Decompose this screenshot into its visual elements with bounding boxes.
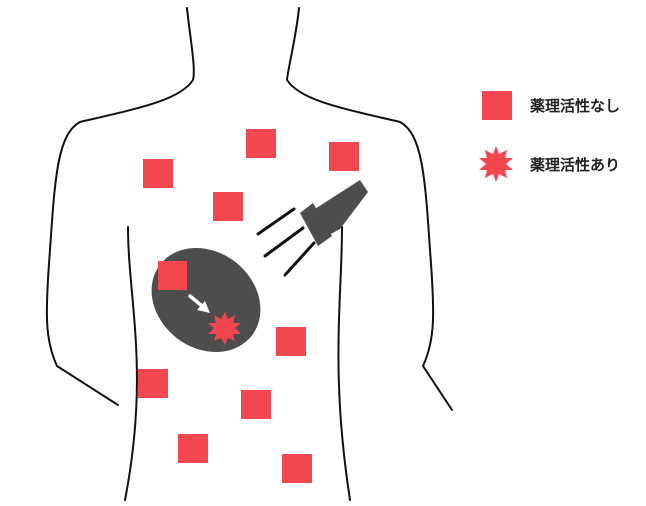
inactive-square	[138, 369, 168, 398]
inactive-square	[282, 454, 312, 483]
body-outline-icon	[47, 8, 452, 500]
legend: 薬理活性なし 薬理活性あり	[479, 91, 620, 182]
inactive-square	[213, 192, 243, 221]
body-right-outline	[287, 8, 452, 500]
legend-inactive-label: 薬理活性なし	[529, 97, 620, 115]
flashlight-icon	[258, 180, 368, 275]
inactive-square	[246, 129, 276, 158]
legend-active-label: 薬理活性あり	[529, 156, 620, 174]
light-spot	[131, 226, 282, 373]
legend-inactive-icon	[482, 91, 512, 120]
inactive-square	[178, 434, 208, 463]
inactive-square	[241, 390, 271, 419]
legend-active-icon	[479, 146, 513, 182]
inactive-square	[276, 327, 306, 356]
body-left-outline	[47, 8, 194, 500]
inactive-square	[329, 142, 359, 171]
inactive-square	[143, 159, 173, 188]
inactive-square-in-spot	[158, 261, 187, 290]
